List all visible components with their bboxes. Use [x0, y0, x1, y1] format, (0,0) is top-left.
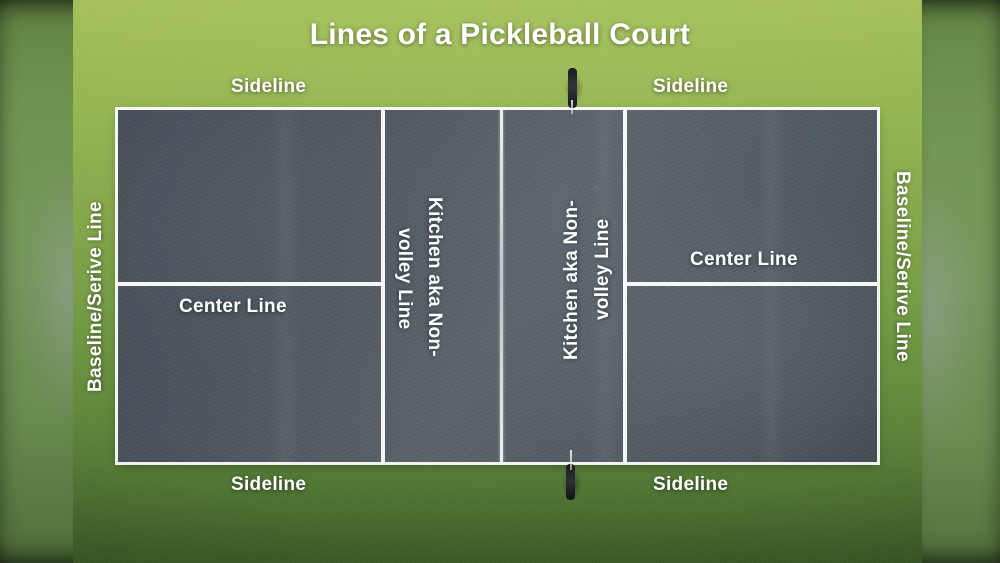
court-streak — [268, 110, 302, 462]
label-kitchen-right-line1: Kitchen aka Non- — [561, 200, 582, 360]
center-line-right — [623, 282, 877, 286]
aerial-court-photo — [73, 0, 922, 563]
page-title: Lines of a Pickleball Court — [309, 18, 691, 51]
net-post-top — [568, 68, 577, 108]
label-sideline-bottom-right: Sideline — [653, 474, 729, 495]
net-post-shadow-top — [557, 66, 591, 112]
net-line — [500, 110, 503, 462]
label-kitchen-left-line2: volley Line — [394, 228, 415, 330]
label-kitchen-right-line2: volley Line — [592, 218, 613, 320]
kitchen-line-right — [623, 110, 627, 462]
court-surface — [118, 110, 877, 462]
asphalt-texture — [118, 110, 877, 462]
label-sideline-top-right: Sideline — [653, 76, 729, 97]
court-streak — [758, 110, 784, 462]
label-sideline-top-left: Sideline — [231, 76, 307, 97]
label-baseline-serve-line-left: Baseline/Serive Line — [85, 201, 106, 392]
label-baseline-serve-line-right: Baseline/Serive Line — [892, 171, 913, 362]
net-post-shadow-bottom — [553, 462, 591, 506]
label-kitchen-left-line1: Kitchen aka Non- — [424, 197, 445, 357]
label-center-line-left: Center Line — [179, 296, 287, 317]
kitchen-line-left — [381, 110, 385, 462]
center-line-left — [118, 282, 383, 286]
net-post-bottom — [566, 464, 575, 500]
label-sideline-bottom-left: Sideline — [231, 474, 307, 495]
label-center-line-right: Center Line — [690, 249, 798, 270]
